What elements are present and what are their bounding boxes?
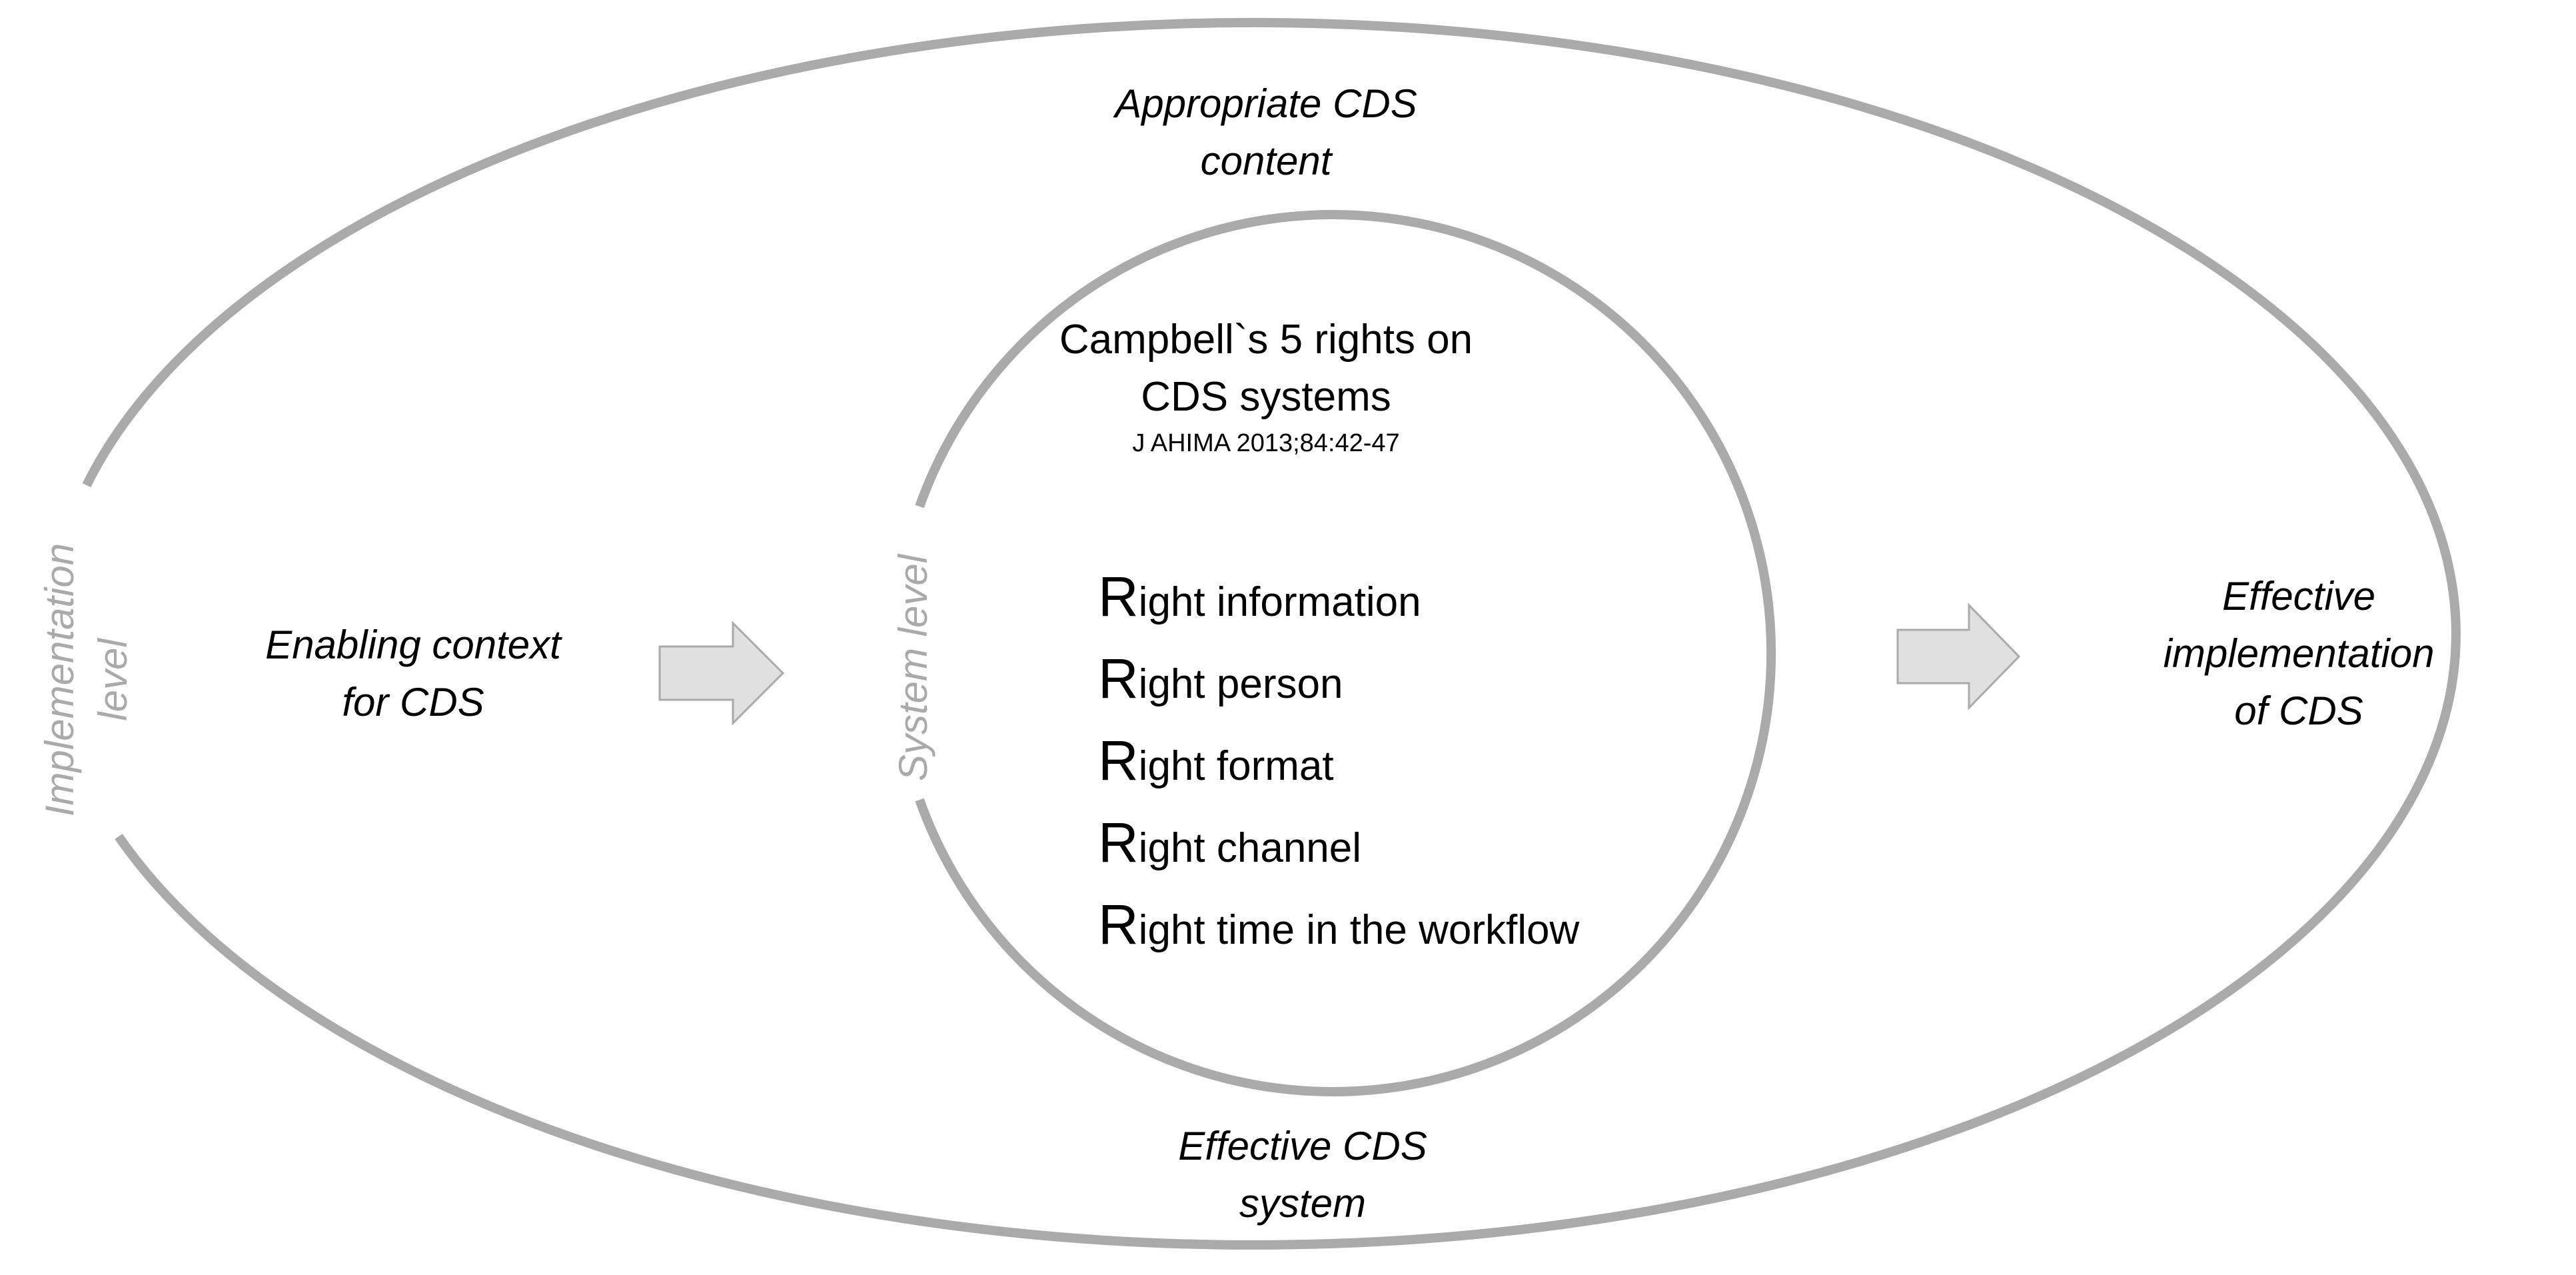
right-arrow — [1896, 603, 2021, 710]
right-item: Right information — [1098, 559, 1698, 640]
system-level-text: System level — [891, 554, 936, 782]
right-text: ight format — [1138, 743, 1334, 789]
right-item: Right person — [1098, 640, 1698, 722]
implementation-level-line-2: level — [91, 638, 135, 721]
right-text: ight person — [1138, 661, 1343, 707]
rights-list: Right information Right person Right for… — [1098, 559, 1698, 968]
campbell-title-line-1: Campbell`s 5 rights on — [1059, 317, 1473, 363]
effective-implementation-line-3: of CDS — [2234, 688, 2363, 733]
left-arrow — [658, 621, 785, 726]
implementation-level-line-1: Implementation — [37, 543, 82, 817]
right-item: Right channel — [1098, 804, 1698, 886]
effective-system-line-1: Effective CDS — [1178, 1124, 1427, 1168]
campbell-title-line-2: CDS systems — [1141, 374, 1391, 420]
appropriate-content-line-1: Appropriate CDS — [1115, 81, 1417, 126]
citation: J AHIMA 2013;84:42-47 — [1132, 429, 1400, 457]
right-initial: R — [1098, 811, 1139, 874]
system-level-label: System level — [887, 501, 940, 834]
right-text: ight channel — [1138, 825, 1362, 871]
effective-system-line-2: system — [1239, 1181, 1367, 1226]
right-initial: R — [1098, 647, 1139, 710]
outer-ellipse — [82, 17, 2461, 1250]
enabling-context-label: Enabling context for CDS — [213, 617, 613, 731]
effective-system-label: Effective CDS system — [1036, 1118, 1569, 1232]
right-initial: R — [1098, 893, 1139, 956]
inner-circle — [915, 210, 1776, 1096]
appropriate-content-label: Appropriate CDS content — [999, 75, 1533, 190]
right-item: Right format — [1098, 722, 1698, 804]
effective-implementation-line-2: implementation — [2163, 631, 2435, 676]
right-text: ight time in the workflow — [1138, 907, 1580, 953]
right-text: ight information — [1138, 579, 1421, 625]
right-initial: R — [1098, 729, 1139, 792]
right-item: Right time in the workflow — [1098, 886, 1698, 968]
appropriate-content-line-2: content — [1200, 139, 1332, 183]
enabling-context-line-2: for CDS — [342, 680, 484, 724]
campbell-title: Campbell`s 5 rights on CDS systems — [999, 311, 1533, 426]
effective-implementation-label: Effective implementation of CDS — [2099, 568, 2499, 740]
effective-implementation-line-1: Effective — [2222, 574, 2376, 619]
enabling-context-line-1: Enabling context — [265, 623, 561, 667]
implementation-level-label: Implementation level — [33, 513, 140, 846]
right-initial: R — [1098, 565, 1139, 628]
